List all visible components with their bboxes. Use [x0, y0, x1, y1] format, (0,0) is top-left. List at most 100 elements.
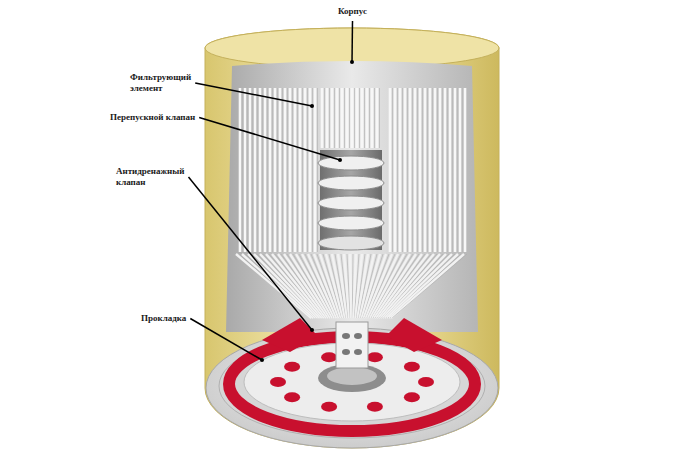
- pleat-shadow: [452, 88, 453, 252]
- pleat-shadow: [242, 88, 243, 252]
- valve-hole: [354, 333, 362, 339]
- pleat-fan-line: [383, 254, 440, 318]
- valve-disk: [318, 156, 384, 170]
- pleat: [414, 88, 417, 252]
- pleat: [444, 88, 447, 252]
- pleat-shadow: [422, 88, 423, 252]
- leader-line: [195, 83, 312, 106]
- inlet-hole: [284, 362, 300, 372]
- pleat: [424, 88, 427, 252]
- pleat-shadow: [392, 88, 393, 252]
- pleat: [259, 88, 262, 252]
- pleat: [459, 88, 462, 252]
- pleat-shadow: [262, 88, 263, 252]
- pleat: [239, 88, 242, 252]
- pleat-shadow: [277, 88, 278, 252]
- pleat: [346, 88, 349, 148]
- valve-hole: [342, 349, 350, 355]
- pleat: [376, 88, 379, 148]
- pleat-shadow: [407, 88, 408, 252]
- pleat-shadow: [317, 88, 318, 252]
- leader-dot: [338, 158, 342, 162]
- pleat-shadow: [312, 88, 313, 252]
- pleat: [304, 88, 307, 252]
- pleat-shadow: [344, 88, 345, 148]
- pleat-shadow: [354, 88, 355, 148]
- pleat-shadow: [369, 88, 370, 148]
- pleat-fan-line: [387, 254, 452, 318]
- anti-drain-valve-body: [336, 322, 368, 368]
- pleat-shadow: [247, 88, 248, 252]
- pleat-shadow: [457, 88, 458, 252]
- pleat-shadow: [412, 88, 413, 252]
- pleat-shadow: [272, 88, 273, 252]
- pleat-shadow: [302, 88, 303, 252]
- pleat-shadow: [257, 88, 258, 252]
- pleat-fan-line: [391, 254, 464, 318]
- pleat-shadow: [442, 88, 443, 252]
- pleat: [326, 88, 329, 148]
- inlet-hole: [321, 402, 337, 412]
- pleat: [309, 88, 312, 252]
- pleat: [254, 88, 257, 252]
- pleat-shadow: [292, 88, 293, 252]
- pleat-shadow: [437, 88, 438, 252]
- valve-hole: [354, 349, 362, 355]
- pleat-shadow: [374, 88, 375, 148]
- pleat: [439, 88, 442, 252]
- pleat: [314, 88, 317, 252]
- pleat-shadow: [467, 88, 468, 252]
- pleat-fan-line: [385, 254, 446, 318]
- leader-line: [199, 118, 340, 161]
- cutaway-interior: [226, 61, 478, 332]
- valve-disk: [318, 196, 384, 210]
- pleat: [361, 88, 364, 148]
- pleat: [429, 88, 432, 252]
- part-label: Антидренажный клапан: [116, 166, 184, 188]
- part-label: Прокладка: [141, 313, 186, 324]
- valve-hole: [342, 333, 350, 339]
- pleat: [264, 88, 267, 252]
- inlet-hole: [367, 402, 383, 412]
- pleat-shadow: [462, 88, 463, 252]
- pleat-fan-line: [350, 254, 351, 318]
- leader-line: [351, 21, 353, 62]
- pleat-shadow: [397, 88, 398, 252]
- pleat-shadow: [364, 88, 365, 148]
- leader-line: [190, 319, 262, 361]
- bypass-valve: [318, 156, 384, 250]
- housing-body: [205, 28, 499, 448]
- inlet-hole: [321, 352, 337, 362]
- pleat-shadow: [334, 88, 335, 148]
- pleat-fan: [236, 254, 467, 318]
- leader-dot: [260, 358, 264, 362]
- pleat: [351, 88, 354, 148]
- pleat-shadow: [359, 88, 360, 148]
- pleat-shadow: [329, 88, 330, 148]
- pleat: [269, 88, 272, 252]
- pleat: [284, 88, 287, 252]
- inlet-hole: [418, 377, 434, 387]
- pleat: [294, 88, 297, 252]
- pleat-shadow: [282, 88, 283, 252]
- inlet-hole: [367, 352, 383, 362]
- inlet-hole: [284, 392, 300, 402]
- pleat: [419, 88, 422, 252]
- leader-line: [189, 177, 313, 330]
- pleat-fan-line: [344, 254, 349, 318]
- inlet-hole: [404, 362, 420, 372]
- pleat-shadow: [379, 88, 380, 148]
- pleat-shadow: [297, 88, 298, 252]
- leader-dot: [310, 104, 314, 108]
- pleat: [464, 88, 467, 252]
- pleat-fan-shadow: [392, 254, 467, 318]
- pleat: [249, 88, 252, 252]
- pleat: [274, 88, 277, 252]
- pleat: [371, 88, 374, 148]
- filter-pleats: [240, 88, 468, 252]
- pleat: [244, 88, 247, 252]
- pleat-shadow: [427, 88, 428, 252]
- part-label: Перепускной клапан: [110, 112, 195, 123]
